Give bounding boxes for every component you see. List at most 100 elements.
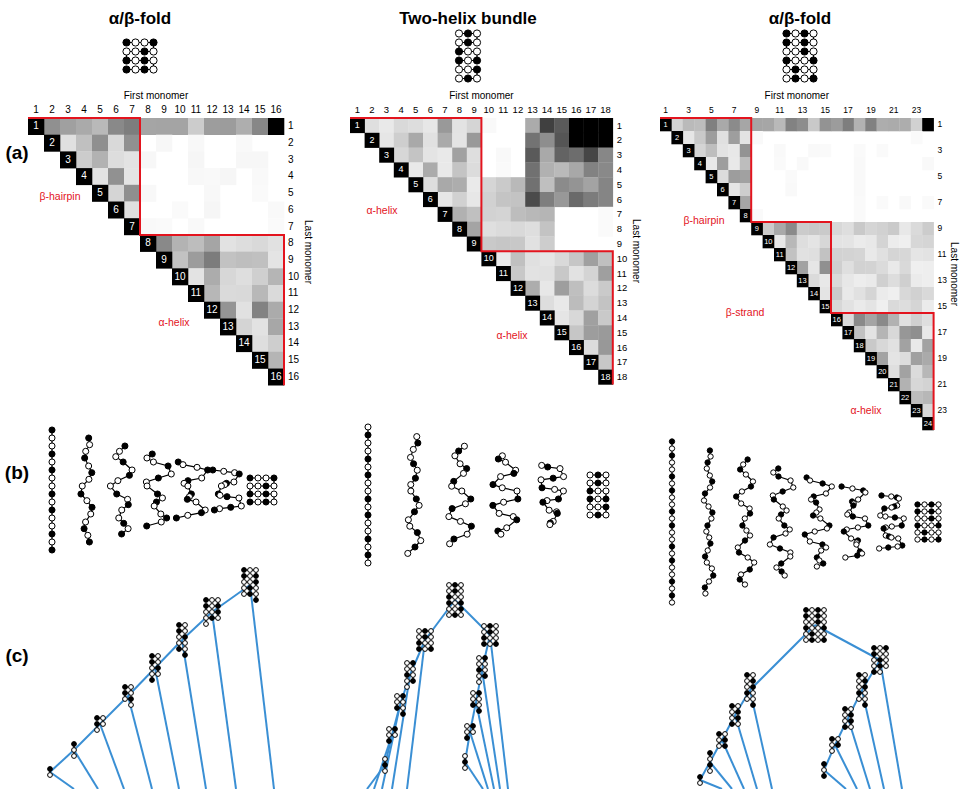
monomer-bead <box>418 538 424 544</box>
chain-bond <box>918 505 939 540</box>
monomer-bead <box>783 48 790 55</box>
map-cell <box>108 151 124 168</box>
map-cell <box>899 313 911 326</box>
monomer-bead <box>752 560 757 565</box>
diagonal-cell <box>717 183 729 196</box>
diagonal-cell <box>899 391 911 404</box>
map-cell <box>831 222 843 235</box>
monomer-bead <box>365 512 371 518</box>
monomer-bead <box>818 516 823 521</box>
map-cell <box>911 222 923 235</box>
monomer-bead <box>554 510 560 516</box>
map-cell <box>877 326 889 339</box>
monomer-bead <box>417 635 422 640</box>
chain-snapshot <box>669 439 674 605</box>
map-cell <box>694 131 706 144</box>
monomer-bead <box>417 629 422 634</box>
axis-number: 9 <box>288 255 294 265</box>
monomer-bead <box>502 459 508 465</box>
monomer-bead <box>242 580 247 585</box>
monomer-bead <box>587 504 593 510</box>
monomer-bead <box>704 466 709 471</box>
monomer-bead <box>841 529 846 534</box>
monomer-bead <box>738 467 743 472</box>
tree-fragment <box>387 727 398 744</box>
monomer-bead <box>86 435 92 441</box>
monomer-bead <box>477 680 482 685</box>
monomer-bead <box>863 490 868 495</box>
axis-number: 17 <box>938 328 947 337</box>
monomer-bead <box>707 535 712 540</box>
map-cell <box>268 352 284 369</box>
monomer-bead <box>483 668 488 673</box>
axis-number: 6 <box>113 105 119 115</box>
monomer-bead <box>538 477 544 483</box>
map-cell <box>842 287 854 300</box>
structure-label: α-helix <box>850 405 881 416</box>
monomer-bead <box>183 623 188 628</box>
monomer-bead <box>498 531 504 537</box>
map-cell <box>584 177 599 192</box>
monomer-bead <box>465 724 470 729</box>
monomer-bead <box>211 507 217 513</box>
map-cell <box>204 252 220 269</box>
monomer-bead <box>494 624 499 629</box>
monomer-bead <box>808 497 813 502</box>
map-cell <box>706 144 718 157</box>
map-cell <box>140 151 156 168</box>
monomer-bead <box>122 443 128 449</box>
map-cell <box>236 318 252 335</box>
monomer-bead <box>119 507 125 513</box>
map-cell <box>717 131 729 144</box>
monomer-bead <box>141 66 148 73</box>
monomer-bead <box>457 518 463 524</box>
monomer-bead <box>742 538 747 543</box>
tree-fragment <box>48 767 53 778</box>
diagonal-cell <box>140 235 156 252</box>
map-cell <box>598 325 613 340</box>
monomer-bead <box>723 744 728 749</box>
monomer-bead <box>204 598 209 603</box>
map-cell <box>481 118 496 133</box>
map-cell <box>569 162 584 177</box>
map-cell <box>888 274 900 287</box>
monomer-bead <box>405 550 411 556</box>
monomer-bead <box>779 561 784 566</box>
map-cell <box>188 218 204 235</box>
monomer-bead <box>365 424 371 430</box>
monomer-bead <box>210 598 215 603</box>
monomer-bead <box>383 763 388 768</box>
monomer-bead <box>922 537 927 542</box>
chain-snapshot <box>405 434 424 557</box>
map-cell <box>569 177 584 192</box>
monomer-bead <box>843 555 848 560</box>
monomer-bead <box>669 516 674 521</box>
map-cell <box>785 222 797 235</box>
monomer-bead <box>156 672 161 677</box>
monomer-bead <box>84 498 90 504</box>
tree-branch <box>50 772 74 789</box>
monomer-bead <box>468 523 474 529</box>
monomer-bead <box>717 738 722 743</box>
diagonal-cell <box>854 339 866 352</box>
monomer-bead <box>515 496 521 502</box>
map-cell <box>452 192 467 207</box>
map-cell <box>92 151 108 168</box>
monomer-bead <box>221 468 227 474</box>
map-cell <box>172 118 188 135</box>
monomer-bead <box>669 495 674 500</box>
monomer-bead <box>850 486 855 491</box>
diagonal-number: 10 <box>174 272 185 282</box>
axis-number: 5 <box>97 105 103 115</box>
tree-branch <box>212 585 250 612</box>
monomer-bead <box>742 516 747 521</box>
chain-bond <box>408 437 421 554</box>
monomer-bead <box>717 744 722 749</box>
monomer-bead <box>669 558 674 563</box>
monomer-bead <box>892 515 897 520</box>
map-cell <box>774 118 786 131</box>
monomer-bead <box>407 523 413 529</box>
monomer-bead <box>121 520 127 526</box>
chain-snapshot <box>490 453 521 537</box>
diagonal-number: 14 <box>542 313 552 322</box>
